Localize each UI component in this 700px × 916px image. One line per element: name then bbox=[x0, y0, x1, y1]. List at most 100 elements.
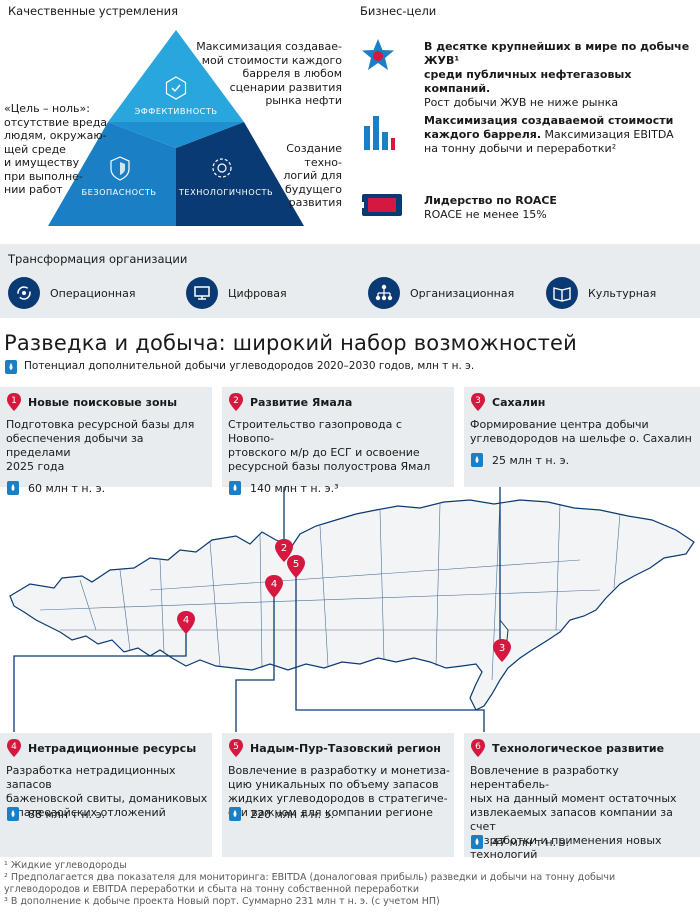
safety-description: «Цель – ноль»: отсутствие вреда людям, о… bbox=[4, 102, 108, 196]
transformation-operational: Операционная bbox=[8, 277, 135, 309]
goal-2-text: Максимизация EBITDA на тонну добычи и пе… bbox=[424, 128, 674, 155]
transformation-organizational: Организационная bbox=[368, 277, 514, 309]
map-pin-3: 3 bbox=[493, 639, 511, 662]
svg-text:5: 5 bbox=[293, 559, 299, 570]
tech-label: ТЕХНОЛОГИЧНОСТЬ bbox=[178, 187, 274, 197]
card-5 bbox=[222, 733, 454, 857]
card-value: 88 млн т н. э. bbox=[28, 807, 106, 821]
card-body: Разработка нетрадиционных запасов бажено… bbox=[6, 764, 208, 819]
business-goals-heading: Бизнес-цели bbox=[360, 4, 437, 18]
svg-text:1: 1 bbox=[11, 396, 17, 406]
transformation-band bbox=[0, 244, 700, 318]
card-5-content: 5 Надым-Пур-Тазовский регион Вовлечение … bbox=[228, 738, 452, 820]
card-body: Вовлечение в разработку нерентабель- ных… bbox=[470, 764, 677, 861]
transformation-heading: Трансформация организации bbox=[8, 252, 188, 266]
svg-text:6: 6 bbox=[475, 742, 481, 752]
banknote-icon bbox=[360, 194, 402, 216]
card-3 bbox=[464, 387, 700, 487]
card-body: Строительство газопровода с Новопо- ртов… bbox=[228, 418, 431, 473]
transformation-digital: Цифровая bbox=[186, 277, 287, 309]
aspirations-triangle bbox=[48, 30, 304, 226]
card-value: 220 млн т н. э. bbox=[250, 807, 335, 821]
transformation-label: Организационная bbox=[410, 286, 515, 300]
transformation-label: Цифровая bbox=[228, 286, 287, 300]
efficiency-description: Максимизация создавае- мой стоимости каж… bbox=[196, 40, 342, 107]
pin-icon: 4 bbox=[7, 739, 21, 757]
card-1 bbox=[0, 387, 212, 487]
goal-3-bold: Лидерство по ROACE bbox=[424, 194, 557, 207]
barrel-icon bbox=[7, 807, 19, 821]
barrel-icon bbox=[471, 835, 483, 849]
barrel-icon bbox=[229, 481, 241, 495]
pin-icon: 2 bbox=[229, 393, 243, 411]
goal-1-text: Рост добычи ЖУВ не ниже рынка bbox=[424, 96, 619, 109]
cycle-icon bbox=[8, 277, 40, 309]
section-subtitle: Потенциал дополнительной добычи углеводо… bbox=[24, 360, 475, 372]
svg-text:2: 2 bbox=[233, 396, 239, 406]
card-6-content: 6 Технологическое развитие Вовлечение в … bbox=[470, 738, 698, 862]
star-icon bbox=[362, 39, 394, 70]
svg-text:3: 3 bbox=[475, 396, 481, 406]
goal-2: Максимизация создаваемой стоимости каждо… bbox=[424, 114, 700, 156]
map-pin-2: 2 bbox=[275, 539, 293, 562]
goal-1-bold: В десятке крупнейших в мире по добыче ЖУ… bbox=[424, 40, 690, 95]
pin-icon: 1 bbox=[7, 393, 21, 411]
card-4-content: 4 Нетрадиционные ресурсы Разработка нетр… bbox=[6, 738, 210, 820]
transformation-label: Культурная bbox=[588, 286, 657, 300]
goal-3-text: ROACE не менее 15% bbox=[424, 208, 547, 221]
barrel-icon bbox=[5, 360, 17, 374]
transformation-cultural: Культурная bbox=[546, 277, 656, 309]
card-4 bbox=[0, 733, 212, 857]
footnote-3: ³ В дополнение к добыче проекта Новый по… bbox=[4, 896, 440, 907]
transformation-label: Операционная bbox=[50, 286, 136, 300]
svg-text:4: 4 bbox=[183, 615, 189, 626]
pin-icon: 6 bbox=[471, 739, 485, 757]
card-2-content: 2 Развитие Ямала Строительство газопрово… bbox=[228, 392, 450, 496]
barrel-icon bbox=[229, 807, 241, 821]
card-6 bbox=[464, 733, 700, 857]
shield-icon bbox=[110, 156, 130, 181]
monitor-icon bbox=[186, 277, 218, 309]
org-chart-icon bbox=[368, 277, 400, 309]
safety-label: БЕЗОПАСНОСТЬ bbox=[81, 187, 157, 197]
card-title: Надым-Пур-Тазовский регион bbox=[250, 741, 441, 755]
card-title: Новые поисковые зоны bbox=[28, 395, 178, 409]
svg-text:4: 4 bbox=[271, 579, 277, 590]
card-4-value-row: 88 млн т н. э. bbox=[6, 806, 105, 822]
gear-icon bbox=[212, 158, 232, 178]
book-icon bbox=[546, 277, 578, 309]
card-title: Нетрадиционные ресурсы bbox=[28, 741, 197, 755]
goal-3: Лидерство по ROACE ROACE не менее 15% bbox=[424, 194, 700, 222]
card-title: Технологическое развитие bbox=[492, 741, 665, 755]
efficiency-label: ЭФФЕКТИВНОСТЬ bbox=[134, 106, 218, 116]
card-1-content: 1 Новые поисковые зоны Подготовка ресурс… bbox=[6, 392, 210, 496]
map-pin-4a: 4 bbox=[265, 575, 283, 598]
pin-icon: 3 bbox=[471, 393, 485, 411]
svg-text:4: 4 bbox=[11, 742, 17, 752]
footnote-2: ² Предполагается два показателя для мони… bbox=[4, 872, 616, 895]
checkmark-badge-icon bbox=[165, 76, 187, 100]
card-3-content: 3 Сахалин Формирование центра добычи угл… bbox=[470, 392, 696, 468]
bar-chart-icon bbox=[364, 116, 395, 150]
map-pin-4b: 4 bbox=[177, 611, 195, 634]
card-2 bbox=[222, 387, 454, 487]
card-5-value-row: 220 млн т н. э. bbox=[228, 806, 334, 822]
card-title: Развитие Ямала bbox=[250, 395, 353, 409]
card-6-value-row: 47 млн т н. э. bbox=[470, 834, 569, 850]
section-title: Разведка и добыча: широкий набор возможн… bbox=[4, 331, 578, 355]
goal-1: В десятке крупнейших в мире по добыче ЖУ… bbox=[424, 40, 700, 110]
card-title: Сахалин bbox=[492, 395, 546, 409]
card-value: 47 млн т н. э. bbox=[492, 835, 570, 849]
tech-description: Создание техно- логий для будущего разви… bbox=[283, 142, 342, 209]
footnote-1: ¹ Жидкие углеводороды bbox=[4, 860, 127, 871]
map-pin-5: 5 bbox=[287, 555, 305, 578]
barrel-icon bbox=[471, 453, 483, 467]
card-body: Подготовка ресурсной базы для обеспечени… bbox=[6, 418, 195, 473]
card-body: Формирование центра добычи углеводородов… bbox=[470, 418, 692, 445]
svg-text:2: 2 bbox=[281, 543, 287, 554]
card-value: 25 млн т н. э. bbox=[492, 453, 570, 467]
aspirations-heading: Качественные устремления bbox=[8, 4, 179, 18]
svg-text:3: 3 bbox=[499, 643, 505, 654]
barrel-icon bbox=[7, 481, 19, 495]
card-value: 140 млн т н. э.³ bbox=[250, 481, 339, 495]
